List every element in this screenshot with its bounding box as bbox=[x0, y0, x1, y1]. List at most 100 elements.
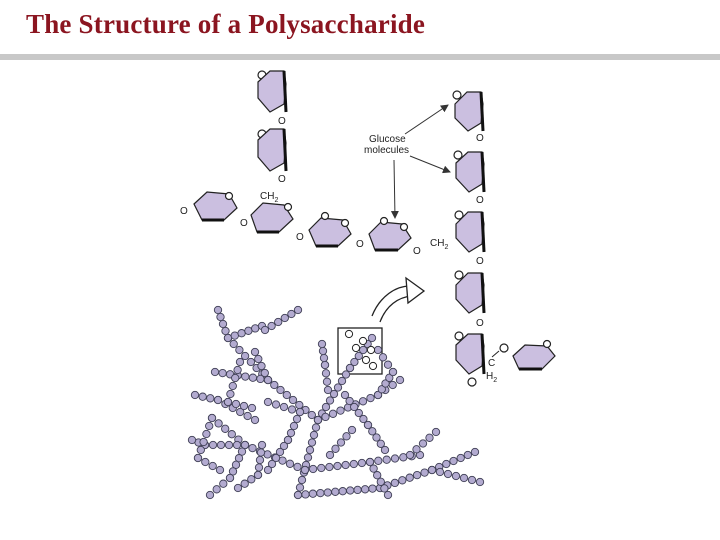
vertical-chain-right: O O O O C H2 bbox=[452, 90, 556, 387]
glucose-bead bbox=[213, 395, 223, 405]
oxygen-label: O bbox=[296, 232, 304, 243]
glucose-bead bbox=[247, 403, 257, 413]
glucose-bead bbox=[293, 462, 302, 472]
glucose-bead bbox=[240, 351, 250, 361]
glucose-bead bbox=[207, 413, 217, 423]
curved-arrow-icon bbox=[371, 276, 426, 323]
glucose-bead bbox=[388, 367, 398, 377]
glucose-bead bbox=[412, 445, 421, 454]
glucose-bead bbox=[221, 326, 230, 336]
glucose-bead bbox=[459, 473, 469, 483]
callout-arrow bbox=[404, 104, 449, 135]
glucose-bead bbox=[247, 475, 256, 484]
glucose-bead bbox=[368, 427, 377, 436]
glucose-bead bbox=[341, 460, 350, 470]
glucose-bead bbox=[260, 325, 270, 335]
glucose-bead bbox=[255, 455, 265, 465]
glucose-bead bbox=[331, 444, 340, 453]
ch2-label: CH2 bbox=[260, 191, 278, 204]
glucose-bead bbox=[205, 490, 215, 500]
glucose-bead bbox=[443, 469, 453, 479]
glucose-bead bbox=[223, 333, 233, 343]
glucose-bead bbox=[313, 415, 323, 425]
glucose-bead bbox=[336, 406, 345, 415]
glucose-bead bbox=[346, 486, 355, 495]
glucose-bead bbox=[199, 437, 208, 447]
glucose-bead bbox=[232, 440, 242, 450]
glucose-bead bbox=[271, 400, 281, 409]
glucose-bead bbox=[331, 487, 340, 496]
glucose-bead bbox=[196, 445, 205, 455]
glucose-bead bbox=[295, 407, 305, 417]
glucose-bead bbox=[270, 380, 279, 390]
glucose-bead bbox=[321, 402, 331, 412]
ch2-label: CH2 bbox=[430, 238, 448, 251]
glucose-bead bbox=[373, 471, 382, 480]
glucose-bead bbox=[345, 396, 354, 406]
ch2-bond bbox=[491, 350, 500, 358]
glucose-bead bbox=[317, 463, 326, 473]
glucose-bead bbox=[241, 372, 250, 381]
glucose-bead bbox=[383, 360, 393, 369]
glucose-bead bbox=[307, 438, 317, 447]
glucose-bead bbox=[341, 370, 351, 379]
glucose-bead bbox=[218, 319, 228, 329]
ring-bond bbox=[479, 91, 485, 132]
glucose-bead bbox=[435, 467, 445, 477]
glucose-bead bbox=[319, 353, 329, 363]
glucose-bead bbox=[286, 428, 296, 438]
c-label: C bbox=[488, 358, 495, 369]
glucose-bead bbox=[235, 357, 245, 367]
glucose-bead bbox=[377, 385, 386, 394]
glucose-bead bbox=[376, 439, 385, 448]
glucose-bead bbox=[243, 411, 252, 421]
glucose-bead bbox=[380, 484, 389, 493]
glucose-bead bbox=[333, 461, 342, 471]
glucose-bead bbox=[366, 393, 375, 403]
glucose-bead bbox=[254, 354, 263, 364]
glucose-bead bbox=[226, 389, 235, 399]
glucose-bead bbox=[380, 445, 390, 455]
glucose-bead bbox=[463, 450, 472, 460]
glucose-bead bbox=[205, 421, 214, 431]
glucose-bead bbox=[318, 346, 328, 356]
glucose-bead bbox=[231, 460, 241, 469]
glucose-bead bbox=[373, 390, 383, 400]
glucose-bead bbox=[248, 373, 258, 382]
glucose-bead bbox=[251, 324, 260, 333]
glucose-bead bbox=[223, 397, 233, 407]
glucose-bead bbox=[216, 312, 225, 322]
glucose-bead bbox=[187, 435, 197, 445]
glucose-bead bbox=[256, 374, 265, 384]
glucose-bead bbox=[213, 305, 223, 315]
oxygen-label: O bbox=[356, 239, 364, 250]
glucose-bead bbox=[231, 373, 240, 383]
oxygen-label: O bbox=[278, 174, 286, 185]
vertical-chain-left: O O CH2 bbox=[257, 70, 288, 204]
ring-bond bbox=[282, 128, 288, 172]
glucose-bead bbox=[372, 433, 381, 442]
glucose-bead bbox=[337, 376, 347, 386]
glucose-bead bbox=[358, 397, 368, 406]
callout-label-line2: molecules bbox=[364, 145, 409, 156]
glucose-bead bbox=[358, 336, 368, 346]
glucose-bead bbox=[228, 381, 237, 391]
glucose-bead bbox=[354, 408, 363, 418]
glucose-bead bbox=[227, 430, 236, 439]
glucose-bead bbox=[431, 427, 441, 437]
glucose-bead bbox=[475, 477, 485, 487]
glucose-bead bbox=[366, 345, 376, 355]
callout-arrow bbox=[390, 159, 399, 219]
ring-bond bbox=[480, 211, 486, 253]
glucose-bead bbox=[390, 454, 400, 463]
oxygen-atom bbox=[340, 218, 350, 228]
oxygen-label: O bbox=[278, 116, 286, 127]
glucose-bead bbox=[368, 361, 378, 371]
glucose-bead bbox=[323, 488, 332, 497]
oxygen-atom bbox=[224, 191, 234, 201]
oxygen-label: O bbox=[476, 133, 484, 144]
glucose-bead bbox=[363, 420, 373, 430]
glucose-bead bbox=[280, 313, 289, 323]
oxygen-label: O bbox=[476, 195, 484, 206]
glucose-bead bbox=[263, 465, 273, 475]
